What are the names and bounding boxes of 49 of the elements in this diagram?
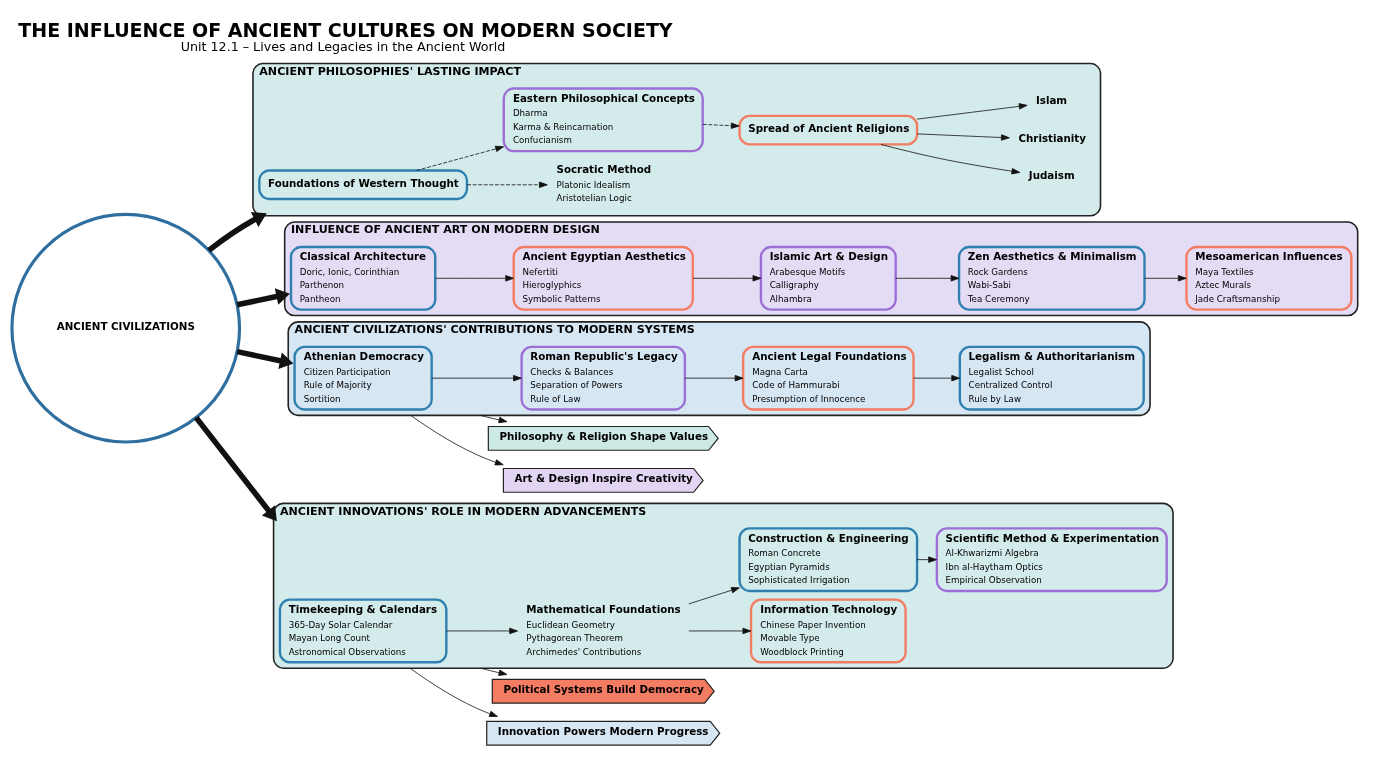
- arrow: [692, 274, 762, 281]
- arrow: [435, 274, 514, 281]
- arrow: [445, 627, 518, 634]
- arrow: [236, 287, 290, 308]
- arrow: [236, 348, 294, 369]
- node-box: Ancient Legal Foundations Magna Carta Code of Hammurabi Presumption of Innocence: [741, 345, 915, 411]
- node-box: Information Technology Chinese Paper Invention Movable Type Woodblock Printing: [749, 597, 907, 663]
- arrow: [466, 181, 548, 188]
- arrow: [916, 133, 1010, 141]
- node-circle: ANCIENT CIVILIZATIONS: [10, 212, 242, 444]
- node-box: Construction & Engineering Roman Concrete Egyptian Pyramids Sophisticated Irrigation: [738, 526, 919, 592]
- arrow: [416, 145, 504, 171]
- arrow: [193, 415, 277, 521]
- arrow: [1144, 274, 1187, 281]
- node-box: Roman Republic's Legacy Checks & Balances Separation of Powers Rule of Law: [520, 345, 687, 411]
- arrow: [480, 414, 508, 423]
- node-box: Zen Aesthetics & Minimalism Rock Gardens Wabi-Sabi Tea Ceremony: [957, 245, 1146, 311]
- arrow: [684, 374, 744, 381]
- arrow: [431, 374, 522, 381]
- node-box: Mesoamerican Influences Maya Textiles Aztec Murals Jade Craftsmanship: [1185, 245, 1353, 311]
- caption: Unit 12.1 – Lives and Legacies in the Ancient World: [180, 38, 506, 54]
- node-box: Foundations of Western Thought: [258, 168, 469, 200]
- node-box: Legalism & Authoritarianism Legalist School Centralized Control Rule by Law: [958, 345, 1145, 411]
- node-text: Christianity: [1018, 131, 1087, 144]
- arrow: [409, 667, 498, 717]
- node-box: Athenian Democracy Citizen Participation Rule of Majority Sortition: [293, 345, 433, 411]
- node-text: Islam: [1035, 93, 1068, 106]
- arrow: [916, 102, 1028, 119]
- arrow: [702, 122, 740, 129]
- arrow: [480, 667, 508, 676]
- node-text: Mathematical Foundations Euclidean Geometry Pythagorean Theorem Archimedes' Contributions: [526, 602, 681, 657]
- node-text: Socratic Method Platonic Idealism Aristotelian Logic: [556, 162, 652, 203]
- node-text: Judaism: [1028, 168, 1075, 181]
- arrow: [913, 374, 961, 381]
- node-box: Timekeeping & Calendars 365-Day Solar Calendar Mayan Long Count Astronomical Observations: [278, 597, 448, 663]
- arrow: [688, 586, 740, 604]
- diagram-title: THE INFLUENCE OF ANCIENT CULTURES ON MODERN SOCIETY: [18, 18, 673, 41]
- node-box: Ancient Egyptian Aesthetics Nefertiti Hieroglyphics Symbolic Patterns: [512, 245, 694, 311]
- node-box: Classical Architecture Doric, Ionic, Corinthian Parthenon Pantheon: [289, 245, 437, 311]
- arrow: [895, 274, 960, 281]
- arrow: [880, 143, 1021, 174]
- node-box: Scientific Method & Experimentation Al-Khwarizmi Algebra Ibn al-Haytham Optics Empirical Observation: [935, 526, 1168, 592]
- node-box: Eastern Philosophical Concepts Dharma Karma & Reincarnation Confucianism: [502, 86, 704, 152]
- arrow: [688, 627, 752, 634]
- arrow: [410, 414, 504, 465]
- arrow: [916, 555, 937, 563]
- node-box: Spread of Ancient Religions: [738, 114, 919, 146]
- arrow: [207, 211, 267, 252]
- node-box: Islamic Art & Design Arabesque Motifs Calligraphy Alhambra: [759, 245, 897, 311]
